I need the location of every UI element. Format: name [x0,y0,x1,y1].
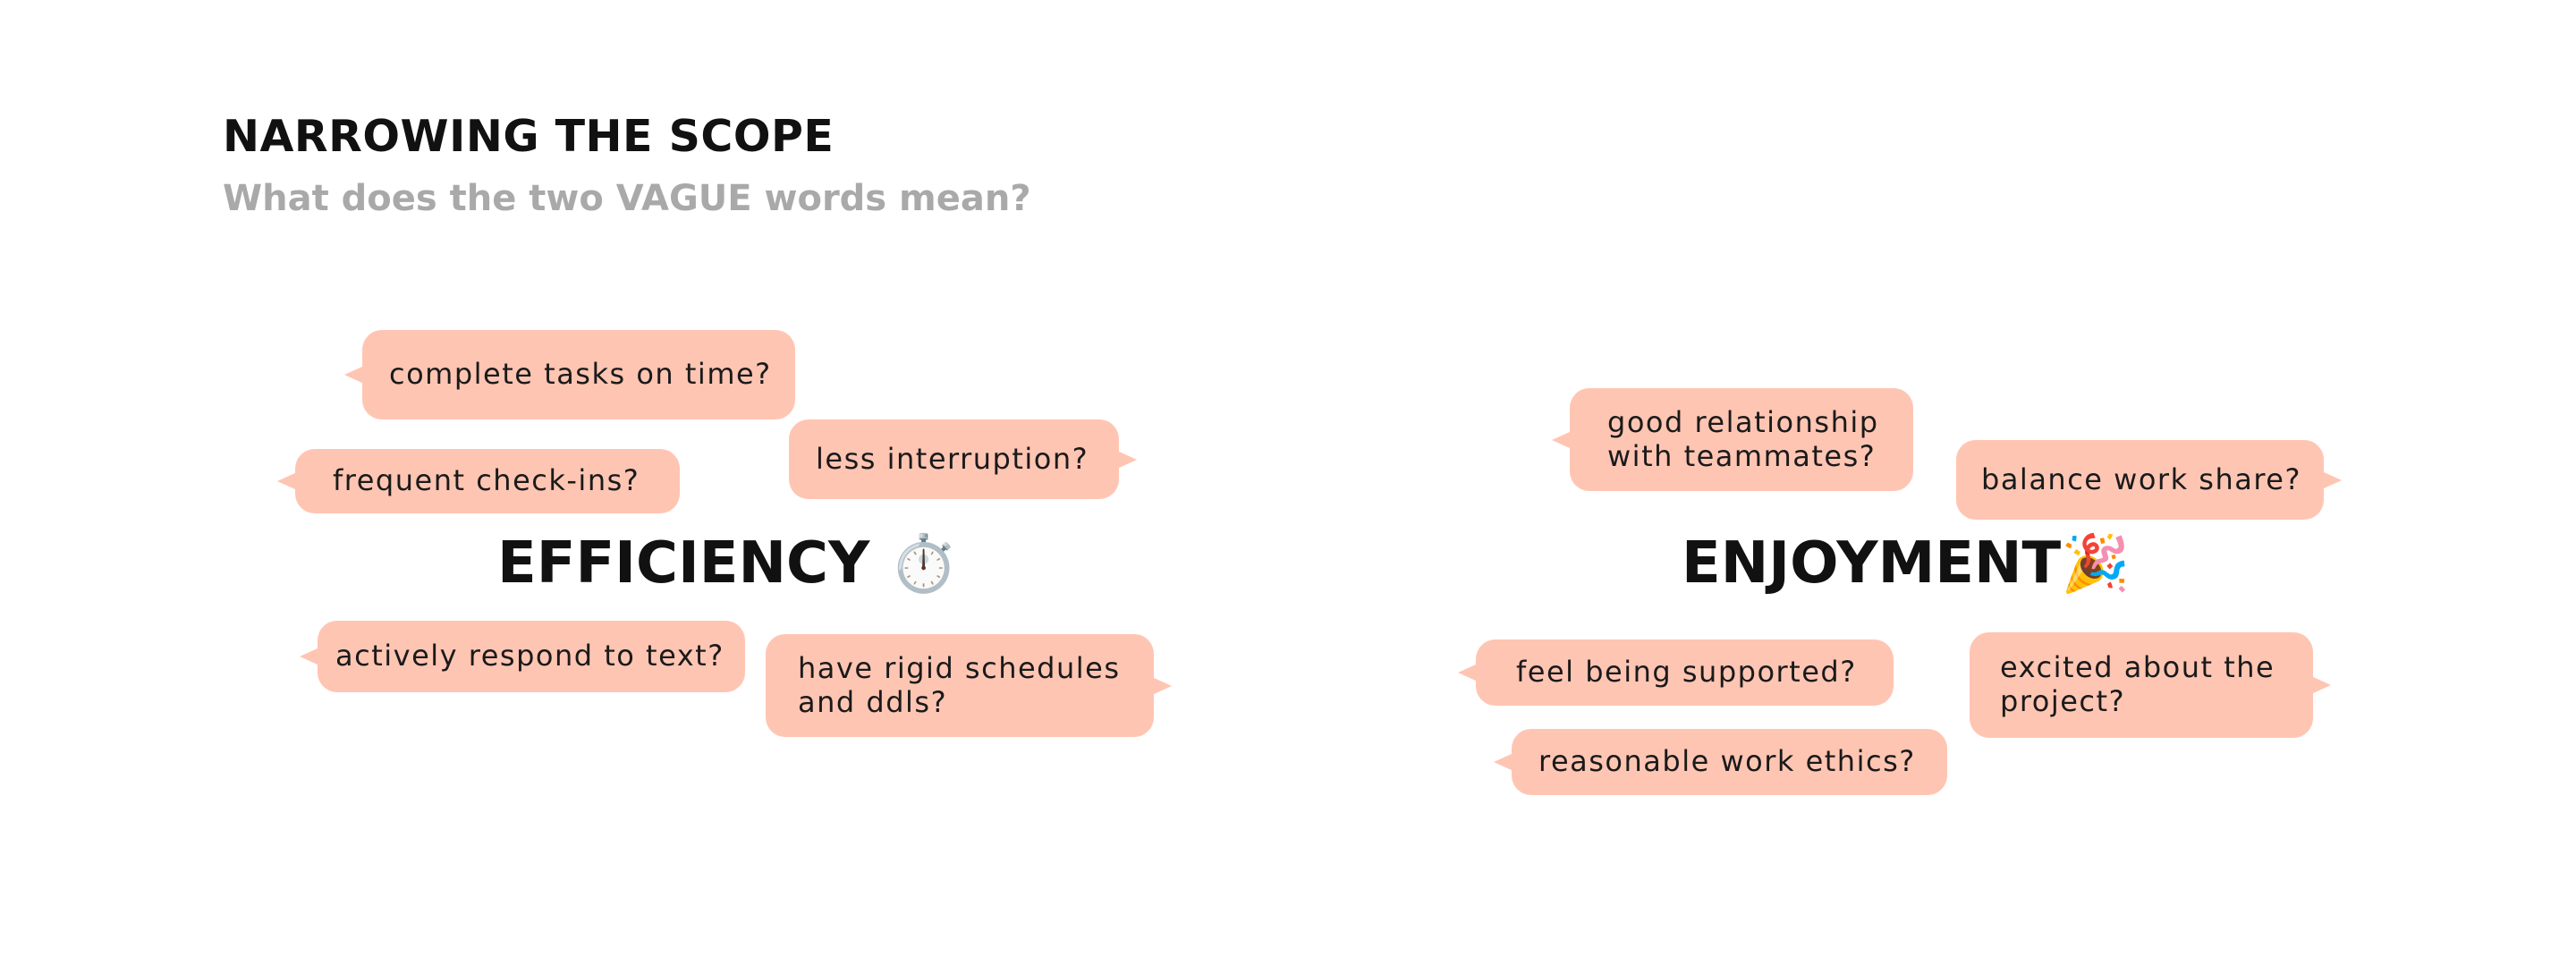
bubble-reasonable-ethics: reasonable work ethics? [1494,729,1947,795]
bubble-text-line: excited about the [2000,650,2275,685]
bubble-rigid-schedules: have rigid schedules and ddls? [766,634,1172,737]
keyword-enjoyment: ENJOYMENT 🎉 [1682,530,2130,597]
page-title: NARROWING THE SCOPE [223,111,835,162]
bubble-text-line: with teammates? [1607,438,1877,473]
stopwatch-icon: ⏱️ [889,530,959,596]
bubble-actively-respond: actively respond to text? [300,621,745,692]
bubble-good-relationship: good relationship with teammates? [1552,388,1913,491]
bubble-text: balance work share? [1981,462,2301,496]
bubble-excited-project: excited about the project? [1970,632,2331,738]
bubble-complete-tasks: complete tasks on time? [344,330,795,419]
bubble-feel-supported: feel being supported? [1458,639,1894,706]
keyword-label: EFFICIENCY [497,530,870,597]
bubble-text: reasonable work ethics? [1538,744,1916,779]
bubble-text-group: good relationship with teammates? [1607,404,1879,474]
keyword-label: ENJOYMENT [1682,530,2062,597]
bubble-text-group: have rigid schedules and ddls? [798,650,1121,720]
bubble-text: actively respond to text? [335,639,724,673]
bubble-text-line: good relationship [1607,404,1879,439]
bubble-text-group: excited about the project? [2000,650,2275,719]
bubble-balance-work-share: balance work share? [1956,440,2342,520]
page-subtitle: What does the two VAGUE words mean? [223,178,1031,219]
bubble-frequent-checkins: frequent check-ins? [277,449,680,513]
bubble-text: feel being supported? [1516,655,1857,690]
bubble-text: frequent check-ins? [333,463,640,498]
bubble-text-line: project? [2000,684,2126,718]
bubble-text: less interruption? [816,441,1089,476]
party-popper-icon: 🎉 [2061,530,2131,596]
bubble-text: complete tasks on time? [389,357,772,392]
bubble-text-line: have rigid schedules [798,650,1121,685]
bubble-text-line: and ddls? [798,684,948,719]
keyword-efficiency: EFFICIENCY ⏱️ [497,530,959,597]
bubble-less-interruption: less interruption? [789,419,1137,499]
